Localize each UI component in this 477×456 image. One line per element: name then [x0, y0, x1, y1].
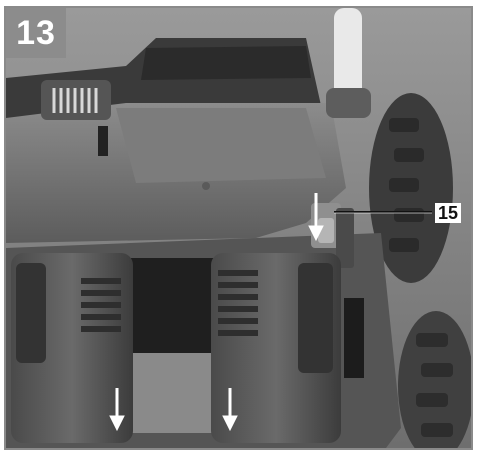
- battery-right-vents: [218, 270, 258, 336]
- battery-left-grip: [16, 263, 46, 363]
- compartment-floor: [131, 353, 226, 433]
- battery-right-grip: [298, 263, 333, 373]
- release-button: [318, 218, 334, 243]
- photo-illustration: [6, 8, 471, 448]
- latch-tab: [98, 126, 108, 156]
- latch-housing: [336, 208, 354, 268]
- spring: [52, 88, 98, 113]
- battery-slot-contacts: [344, 298, 364, 378]
- front-wheel-tread: [416, 333, 453, 437]
- callout-label: 15: [435, 203, 462, 223]
- mower-battery-photo: [4, 6, 473, 450]
- housing-ridge: [141, 46, 311, 80]
- wheel-tread: [389, 118, 424, 252]
- deck-panel: [116, 108, 326, 183]
- handle-mount: [326, 88, 371, 118]
- front-wheel: [398, 311, 471, 448]
- down-arrow-icon: [222, 388, 238, 432]
- battery-left-vents: [81, 278, 121, 332]
- screw: [202, 182, 210, 190]
- handle-post: [334, 8, 362, 108]
- down-arrow-icon: [308, 193, 324, 242]
- down-arrow-icon: [109, 388, 125, 432]
- step-number-badge: 13: [6, 8, 66, 58]
